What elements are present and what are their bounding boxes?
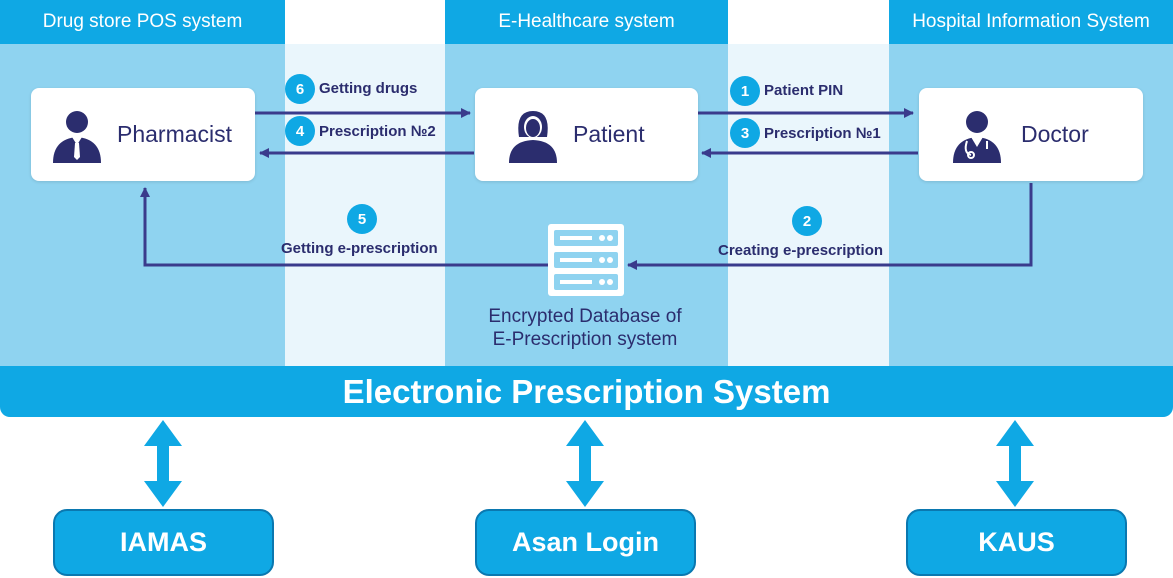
doctor-card: Doctor (919, 88, 1143, 181)
pharmacist-icon (53, 110, 101, 163)
doctor-icon (953, 110, 1001, 163)
arrow-getting-e-prescription (140, 187, 548, 267)
database-label: Encrypted Database of E-Prescription sys… (440, 305, 730, 351)
step-badge-4: 4 (285, 116, 315, 146)
iamas-box: IAMAS (53, 509, 274, 576)
lane-header-hospital: Hospital Information System (889, 0, 1173, 44)
patient-label: Patient (573, 121, 645, 147)
database-label-line2: E-Prescription system (492, 329, 678, 350)
flow-label-creating-e-prescription: Creating e-prescription (718, 242, 884, 259)
flow-label-patient-pin: Patient PIN (764, 82, 844, 99)
arrow-creating-e-prescription (627, 183, 1033, 270)
database-label-line1: Encrypted Database of (488, 306, 682, 327)
double-arrow-iamas (144, 420, 182, 507)
electronic-prescription-system-bar: Electronic Prescription System (0, 366, 1173, 417)
flow-label-prescription-1: Prescription №1 (764, 125, 881, 142)
double-arrow-kaus (996, 420, 1034, 507)
server-database-icon (548, 224, 624, 296)
kaus-box: KAUS (906, 509, 1127, 576)
flow-label-getting-drugs: Getting drugs (319, 80, 418, 97)
lane-header-ehealthcare: E-Healthcare system (445, 0, 728, 44)
step-badge-6: 6 (285, 74, 315, 104)
step-badge-5: 5 (347, 204, 377, 234)
pharmacist-card: Pharmacist (31, 88, 255, 181)
patient-card: Patient (475, 88, 698, 181)
step-badge-3: 3 (730, 118, 760, 148)
flow-label-getting-e-prescription: Getting e-prescription (281, 240, 438, 257)
double-arrow-asan (566, 420, 604, 507)
patient-icon (509, 110, 557, 163)
step-badge-1: 1 (730, 76, 760, 106)
flow-label-prescription-2: Prescription №2 (319, 123, 436, 140)
lane-header-drug-store: Drug store POS system (0, 0, 285, 44)
lane-drug-store (0, 0, 285, 366)
step-badge-2: 2 (792, 206, 822, 236)
asan-login-box: Asan Login (475, 509, 696, 576)
doctor-label: Doctor (1021, 121, 1089, 147)
pharmacist-label: Pharmacist (117, 121, 233, 147)
lane-ehealthcare (445, 0, 728, 366)
